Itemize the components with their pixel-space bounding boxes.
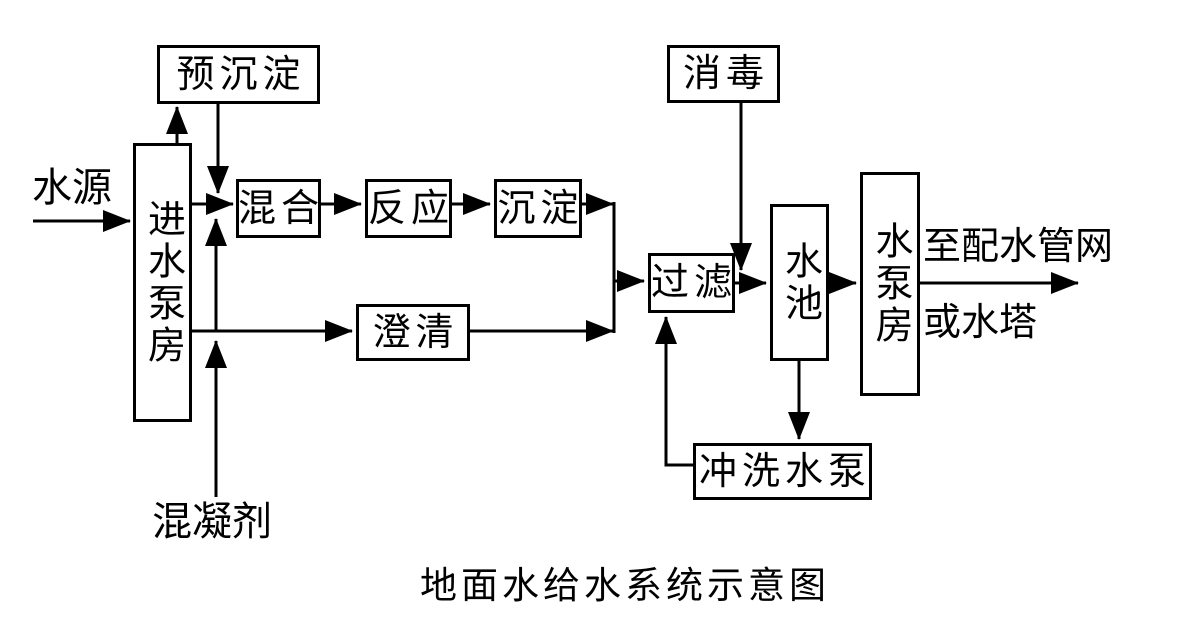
arrow-backwash-to-filtration: [655, 316, 693, 467]
node-intake-pump-house: 进水泵房: [133, 143, 192, 422]
node-disinfection: 消毒: [667, 45, 780, 103]
node-clear-water-tank: 水池: [770, 204, 829, 361]
label-outlet-line1: 至配水管网: [923, 226, 1114, 268]
label-water-source: 水源: [32, 165, 112, 210]
node-mixing: 混合: [236, 179, 321, 238]
node-pre-sedimentation: 预沉淀: [157, 45, 320, 104]
node-clarification: 澄清: [356, 304, 470, 361]
node-sedimentation: 沉淀: [494, 179, 582, 238]
label-outlet-line2: 或水塔: [923, 302, 1038, 344]
node-filtration: 过滤: [648, 253, 735, 313]
node-reaction: 反应: [365, 179, 452, 238]
node-pump-house: 水泵房: [860, 172, 920, 396]
node-backwash-pump: 冲洗水泵: [693, 443, 872, 500]
diagram-title: 地面水给水系统示意图: [420, 566, 830, 607]
label-coagulant: 混凝剂: [152, 499, 272, 544]
